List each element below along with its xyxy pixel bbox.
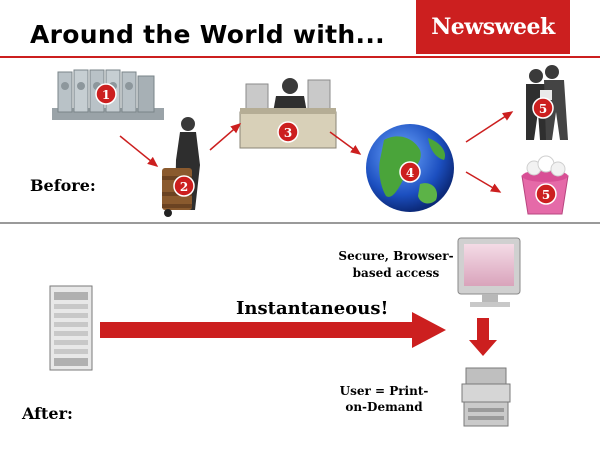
print-on-demand-line-1: User = Print-: [339, 384, 429, 398]
step-number: 4: [406, 166, 414, 180]
step-number: 2: [180, 180, 188, 194]
monitor-icon: [457, 237, 521, 307]
secure-access-line-2: based access: [352, 266, 440, 280]
cart-worker-icon: [162, 117, 200, 217]
step-badge: 5: [532, 97, 554, 119]
flow-arrow: [119, 135, 159, 167]
flow-arrow: [209, 123, 242, 151]
step-number: 3: [284, 126, 292, 140]
down-arrow: [469, 318, 497, 356]
printer-icon: [461, 367, 511, 427]
print-on-demand-label: User = Print- on-Demand: [330, 383, 438, 415]
secure-access-line-1: Secure, Browser-: [338, 249, 454, 263]
newsweek-logo: Newsweek: [416, 0, 570, 54]
flow-arrow: [465, 111, 514, 143]
step-badge: 2: [173, 175, 195, 197]
before-label: Before:: [30, 176, 96, 195]
instant-label: Instantaneous!: [236, 298, 389, 319]
step-badge: 3: [277, 121, 299, 143]
secure-access-label: Secure, Browser- based access: [330, 248, 462, 282]
print-on-demand-line-2: on-Demand: [345, 400, 423, 414]
step-badge: 1: [95, 83, 117, 105]
step-badge: 5: [535, 183, 557, 205]
step-number: 5: [539, 102, 547, 116]
after-label: After:: [22, 404, 73, 423]
step-number: 5: [542, 188, 550, 202]
flow-arrow: [329, 131, 362, 155]
step-badge: 4: [399, 161, 421, 183]
flow-arrow: [465, 171, 502, 193]
page-title: Around the World with...: [30, 20, 385, 49]
step-number: 1: [102, 88, 110, 102]
server-icon: [49, 285, 93, 371]
section-divider: [0, 222, 600, 224]
newsstand-icon: [239, 78, 337, 149]
instant-arrow: [100, 312, 446, 348]
header-rule: [0, 56, 600, 58]
